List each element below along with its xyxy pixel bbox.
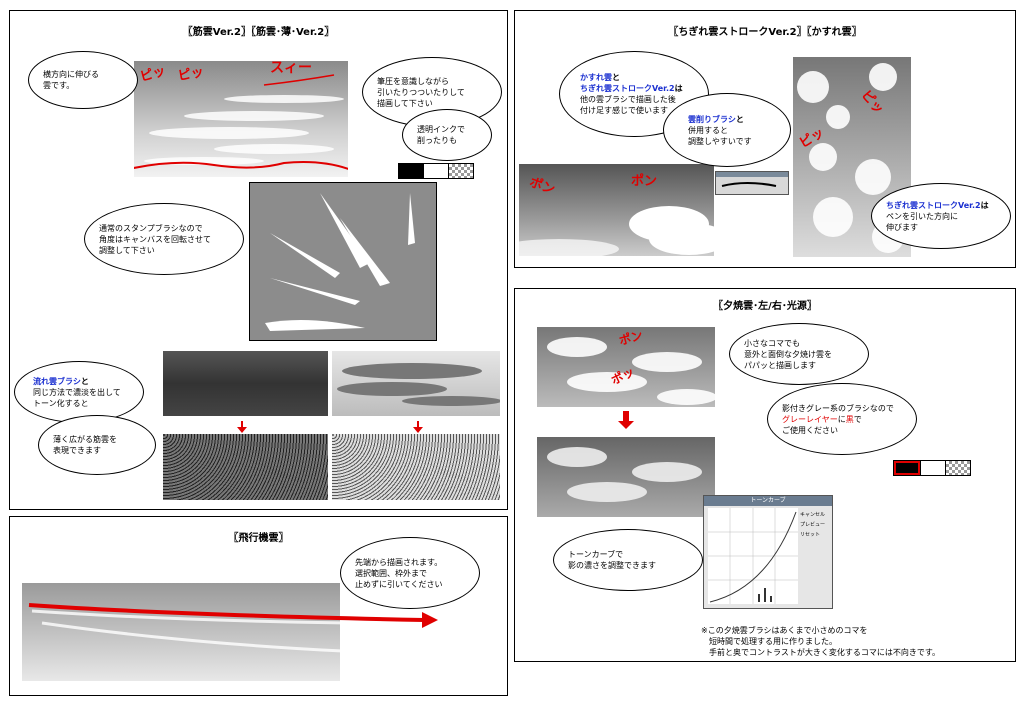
bubble-horizontal: 横方向に伸びる 雲です。 (28, 51, 138, 109)
panel-streak-cloud: 〖筋雲Ver.2〗〖筋雲･薄･Ver.2〗 ピッ ピッ スィー 横方向に伸びる … (9, 10, 508, 510)
panel-title: 〖ちぎれ雲ストロークVer.2〗〖かすれ雲〗 (668, 27, 862, 38)
sunset-cloud-tone-image (537, 437, 715, 517)
arrow-down-icon (417, 421, 419, 429)
tone-curve-dialog[interactable]: トーンカーブ キャンセル プレビュー リセット (703, 495, 833, 609)
stamp-brush-image (249, 182, 437, 341)
bubble-pen-direction: ちぎれ雲ストロークVer.2は ペンを引いた方向に 伸びます (871, 183, 1011, 249)
bubble-transparent: 透明インクで 削ったりも (402, 109, 492, 161)
streak-cloud-art (134, 74, 348, 170)
dialog-options: キャンセル プレビュー リセット (800, 510, 825, 540)
flow-cloud-dark-image (163, 351, 328, 416)
bubble-small-panel: 小さなコマでも 意外と面倒な夕焼け雲を パパッと描画します (729, 323, 869, 385)
arrow-down-icon (618, 421, 634, 429)
bubble-thin-streak: 薄く広がる筋雲を 表現できます (38, 415, 156, 475)
tone-curve-graph[interactable] (708, 508, 798, 604)
streak-cloud-image (134, 61, 348, 177)
contrail-arrow-icon (28, 603, 438, 628)
brush-tool-palette (715, 171, 789, 195)
color-swatch-black-white-transparent (398, 163, 474, 179)
arrow-down-icon (623, 411, 629, 421)
flow-cloud-light-tone-image (332, 434, 500, 500)
arrow-down-icon (237, 427, 247, 433)
bubble-gray-layer: 影付きグレー系のブラシなので グレーレイヤーに黒で ご使用ください (767, 383, 917, 455)
bubble-pressure: 筆圧を意識しながら 引いたりつついたりして 描画して下さい (362, 57, 502, 127)
reset-button[interactable]: リセット (800, 532, 821, 538)
bubble-cloud-eraser: 雲削りブラシと 併用すると 調整しやすいです (663, 93, 791, 167)
torn-cloud-landscape-image (519, 164, 714, 256)
contrail-image (22, 583, 340, 681)
sfx-pippu: ピッ (176, 64, 206, 85)
panel-title: 〖夕焼雲･左/右･光源〗 (713, 301, 817, 312)
panel-contrail: 〖飛行機雲〗 先端から描画されます。 選択範囲、枠外まで 止めずに引いてください (9, 516, 508, 696)
cancel-button[interactable]: キャンセル (800, 512, 826, 518)
panel-title: 〖筋雲Ver.2〗〖筋雲･薄･Ver.2〗 (182, 27, 335, 38)
preview-checkbox[interactable]: プレビュー (800, 522, 826, 528)
panel-title: 〖飛行機雲〗 (228, 533, 289, 544)
bubble-contrail: 先端から描画されます。 選択範囲、枠外まで 止めずに引いてください (340, 537, 480, 609)
bubble-flow-cloud: 流れ雲ブラシと 同じ方法で濃淡を出して トーン化すると (14, 361, 144, 423)
bubble-tone-curve: トーンカーブで 影の濃さを調整できます (553, 529, 703, 591)
arrow-down-icon (413, 427, 423, 433)
sfx-suii: スィー (270, 60, 312, 76)
stamp-brush-art (265, 193, 415, 331)
arrow-down-icon (241, 421, 243, 429)
panel-torn-cloud: 〖ちぎれ雲ストロークVer.2〗〖かすれ雲〗 ポン ポン ピッ ピッ かすれ雲と… (514, 10, 1016, 268)
panel-sunset-cloud: 〖夕焼雲･左/右･光源〗 ポン ポッ 小さなコマでも 意外と面倒な夕焼け雲を パ… (514, 288, 1016, 662)
sunset-cloud-image (537, 327, 715, 407)
color-swatch-gray-layer (893, 460, 971, 476)
contrail-art (31, 609, 340, 653)
bubble-rotate: 通常のスタンプブラシなので 角度はキャンバスを回転させて 調整して下さい (84, 203, 244, 275)
flow-cloud-light-image (332, 351, 500, 416)
sunset-footnote: ※この夕焼雲ブラシはあくまで小さめのコマを 短時間で処理する用に作りました。 手… (701, 626, 941, 657)
flow-cloud-dark-tone-image (163, 434, 328, 500)
sfx-pon-2: ポン (631, 174, 658, 189)
dialog-title: トーンカーブ (704, 496, 832, 506)
